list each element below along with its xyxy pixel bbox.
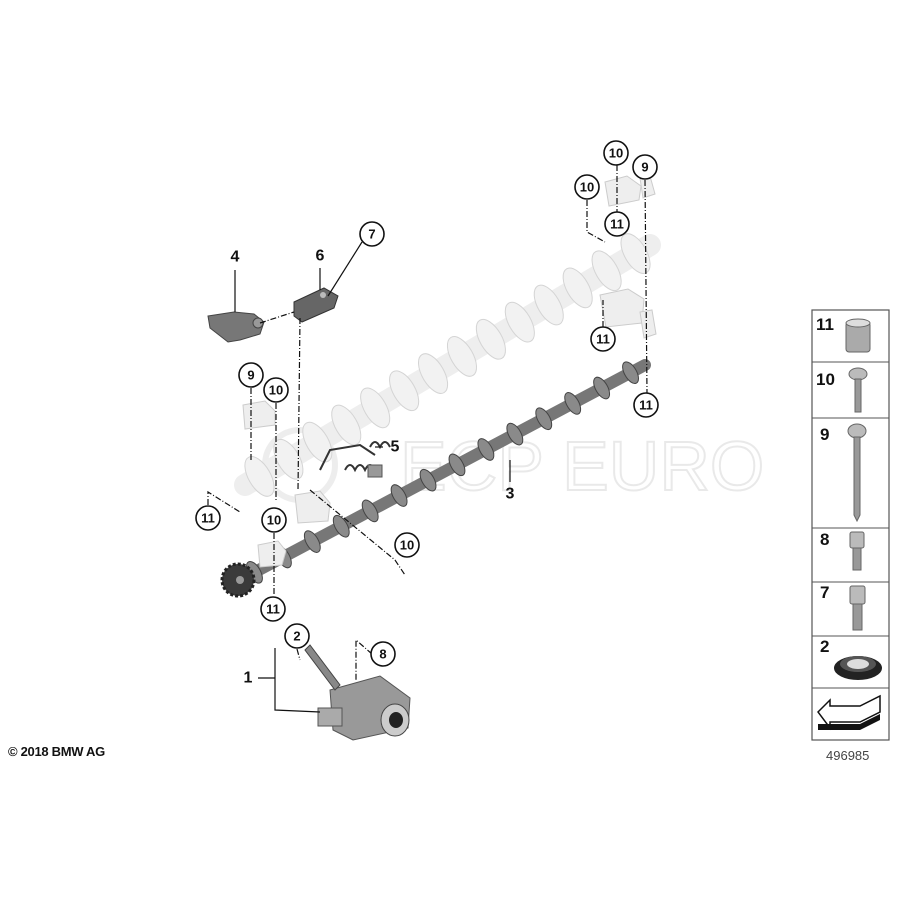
callout-10[interactable]: 10 (574, 174, 600, 200)
exhaust-camshaft[interactable] (234, 359, 651, 586)
callout-11[interactable]: 11 (590, 326, 616, 352)
cam-lobe (360, 387, 391, 429)
svg-text:8: 8 (820, 530, 829, 549)
callout-8[interactable]: 8 (370, 641, 396, 667)
callout-11[interactable]: 11 (260, 596, 286, 622)
part-1-solenoid-actuator[interactable] (304, 644, 411, 741)
cam-lobe (244, 456, 275, 497)
camshaft-sprocket[interactable] (220, 562, 256, 598)
svg-text:10: 10 (609, 146, 623, 161)
callout-7[interactable]: 7 (359, 221, 385, 247)
svg-text:2: 2 (293, 629, 300, 644)
label-5[interactable]: 5 (391, 439, 400, 456)
cam-lobe (332, 514, 350, 538)
svg-text:10: 10 (816, 370, 835, 389)
socket-bolt-icon (849, 585, 866, 631)
callout-2[interactable]: 2 (284, 623, 310, 649)
label-4[interactable]: 4 (231, 249, 240, 266)
sleeve-icon (845, 318, 871, 353)
label-3[interactable]: 3 (506, 486, 515, 503)
svg-text:11: 11 (201, 511, 215, 526)
cam-lobe (417, 353, 449, 394)
long-bolt-icon (847, 423, 867, 523)
callout-9[interactable]: 9 (238, 362, 264, 388)
cam-lobe (361, 499, 379, 523)
svg-text:11: 11 (639, 398, 653, 413)
callout-11[interactable]: 11 (633, 392, 659, 418)
svg-text:10: 10 (580, 180, 594, 195)
svg-text:11: 11 (596, 332, 610, 347)
legend-item-9[interactable]: 9 (820, 423, 867, 523)
label-6[interactable]: 6 (316, 248, 325, 265)
cam-lobe (562, 267, 593, 309)
cam-lobe (506, 422, 524, 446)
cam-lobe (475, 318, 506, 360)
cam-lobe (448, 453, 466, 477)
svg-text:10: 10 (400, 538, 414, 553)
svg-text:11: 11 (610, 217, 624, 232)
part-6-bracket[interactable] (293, 287, 339, 323)
svg-text:10: 10 (267, 513, 281, 528)
part-labels: 4 6 5 3 1 (231, 248, 515, 687)
cam-lobe (419, 468, 437, 492)
short-bolt-icon (848, 367, 868, 413)
cam-lobe (591, 250, 622, 292)
callout-11[interactable]: 11 (604, 211, 630, 237)
cam-lobe (331, 404, 362, 446)
cam-lobe (593, 376, 611, 400)
svg-text:9: 9 (820, 425, 829, 444)
socket-bolt-icon (849, 531, 865, 571)
cam-lobe (446, 336, 478, 377)
legend-item-11[interactable]: 11 (816, 315, 871, 353)
callout-9[interactable]: 9 (632, 154, 658, 180)
legend-item-10[interactable]: 10 (816, 367, 868, 413)
cam-lobe (303, 530, 321, 553)
part-4-sensor[interactable] (207, 311, 265, 343)
legend-item-7[interactable]: 7 (820, 583, 866, 631)
svg-text:8: 8 (379, 647, 386, 662)
svg-text:7: 7 (368, 227, 375, 242)
callout-10[interactable]: 10 (603, 140, 629, 166)
label-1[interactable]: 1 (244, 670, 253, 687)
bearing-caps (242, 175, 657, 568)
svg-text:9: 9 (247, 368, 254, 383)
cam-lobe (302, 421, 333, 463)
parts-legend: 11 10 9 8 7 2 (811, 309, 890, 741)
svg-text:10: 10 (269, 383, 283, 398)
svg-text:7: 7 (820, 583, 829, 602)
intake-camshaft[interactable] (234, 229, 661, 501)
callout-10[interactable]: 10 (261, 507, 287, 533)
legend-item-2[interactable]: 2 (820, 637, 882, 680)
svg-text:11: 11 (816, 315, 834, 334)
direction-arrow-icon (817, 694, 881, 731)
cam-lobe (622, 361, 639, 384)
copyright-notice: © 2018 BMW AG (8, 744, 105, 759)
diagram-number: 496985 (826, 748, 870, 763)
legend-item-8[interactable]: 8 (820, 530, 865, 571)
callouts: 10 9 10 11 7 11 9 10 11 11 10 10 11 2 8 (195, 140, 659, 667)
cam-lobe (389, 370, 420, 412)
svg-text:2: 2 (820, 637, 829, 656)
cam-lobe (477, 438, 495, 461)
svg-text:9: 9 (641, 160, 648, 175)
cam-lobe (564, 392, 582, 415)
leader-lines (207, 165, 648, 713)
callout-10[interactable]: 10 (394, 532, 420, 558)
callout-10[interactable]: 10 (263, 377, 289, 403)
seal-ring-icon (834, 656, 882, 680)
cam-lobe (504, 301, 535, 343)
cam-lobe (390, 484, 408, 507)
cam-lobe (535, 407, 553, 431)
callout-11[interactable]: 11 (195, 505, 221, 531)
cam-lobe (533, 284, 564, 326)
svg-text:11: 11 (266, 602, 280, 617)
